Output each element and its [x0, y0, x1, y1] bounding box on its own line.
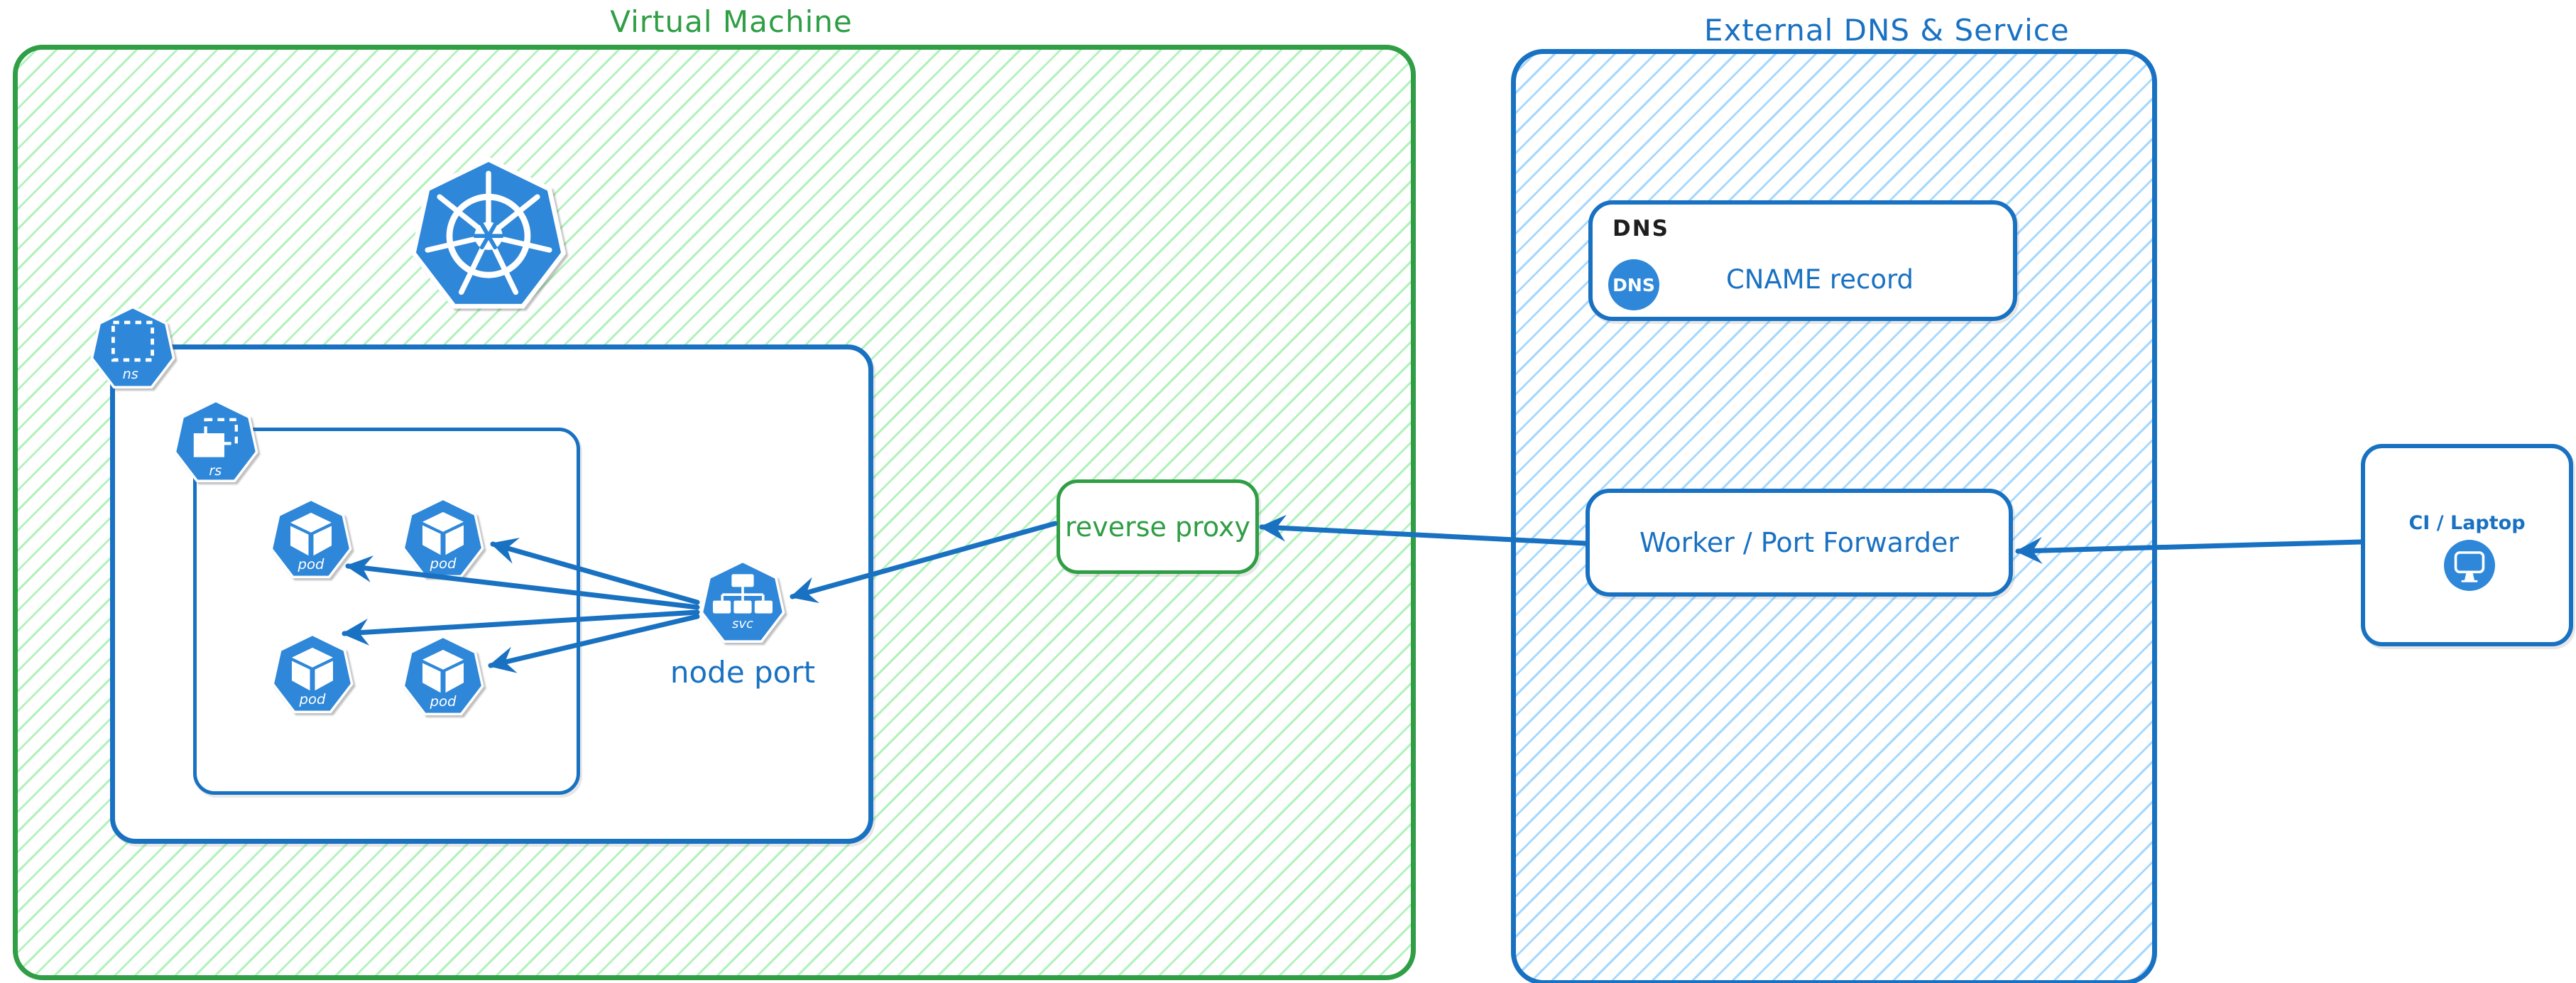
dns-card: DNS DNS CNAME record [1588, 200, 2017, 321]
pod-icon-label: pod [297, 556, 324, 572]
pod-icon-3: pod [271, 633, 354, 714]
reverse-proxy-box: reverse proxy [1057, 479, 1259, 574]
pod-icon-label: pod [429, 693, 457, 710]
dns-badge-icon: DNS [1608, 259, 1659, 310]
pod-icon-1: pod [270, 498, 352, 579]
replicaset-icon: rs [173, 399, 258, 482]
pod-icon-4: pod [402, 635, 484, 716]
monitor-icon [2454, 551, 2485, 582]
dns-tag: DNS [1612, 216, 1670, 241]
ci-laptop-label: CI / Laptop [2408, 512, 2526, 534]
namespace-icon-label: ns [123, 366, 138, 382]
reverse-proxy-label: reverse proxy [1065, 511, 1250, 543]
service-icon-label: svc [732, 617, 753, 631]
worker-port-forwarder-box: Worker / Port Forwarder [1586, 489, 2013, 597]
pod-icon-2: pod [402, 497, 484, 578]
pod-icon-label: pod [429, 555, 457, 572]
dns-badge-label: DNS [1612, 274, 1655, 295]
virtual-machine-title: Virtual Machine [610, 4, 853, 39]
replicaset-icon-label: rs [209, 462, 222, 479]
kubernetes-logo-icon [410, 156, 567, 309]
ci-laptop-box: CI / Laptop [2361, 444, 2573, 646]
worker-port-forwarder-label: Worker / Port Forwarder [1639, 527, 1960, 558]
external-dns-title: External DNS & Service [1704, 13, 2070, 48]
node-port-label: node port [670, 655, 816, 690]
service-icon: svc [700, 560, 785, 643]
cname-record-label: CNAME record [1725, 264, 1914, 295]
namespace-icon: ns [90, 305, 175, 389]
pod-icon-label: pod [298, 691, 326, 707]
laptop-icon [2444, 540, 2495, 591]
